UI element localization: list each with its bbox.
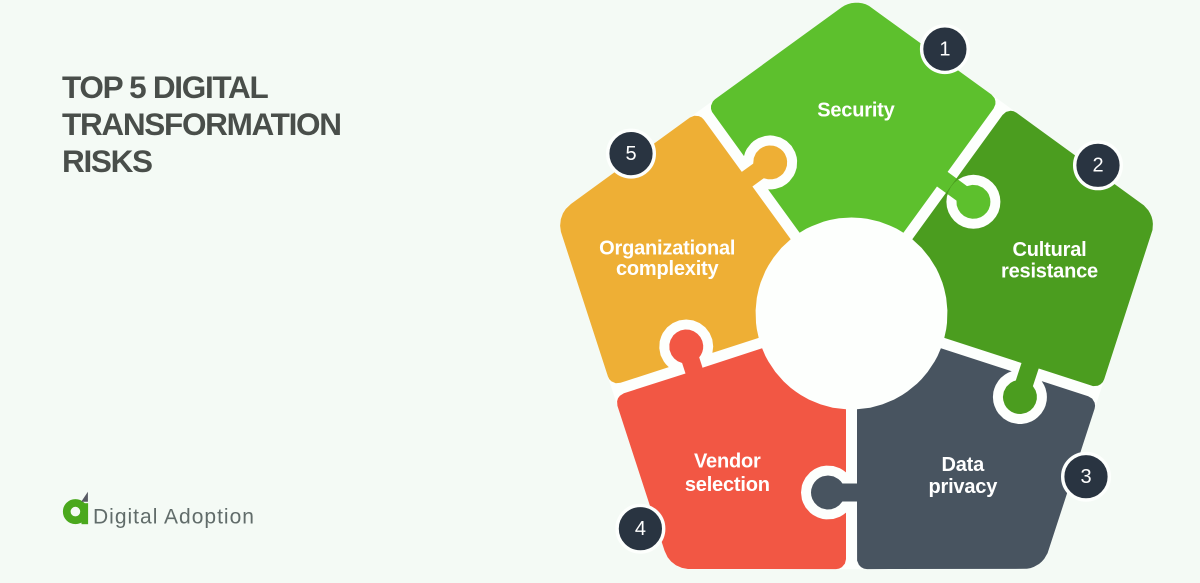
svg-text:4: 4 bbox=[635, 518, 646, 540]
svg-text:3: 3 bbox=[1080, 466, 1091, 488]
svg-text:resistance: resistance bbox=[1001, 261, 1098, 283]
svg-text:Data: Data bbox=[942, 454, 986, 476]
svg-text:Digital Adoption: Digital Adoption bbox=[93, 506, 255, 529]
svg-text:complexity: complexity bbox=[616, 258, 720, 280]
svg-text:Organizational: Organizational bbox=[599, 237, 735, 259]
svg-text:2: 2 bbox=[1092, 155, 1103, 177]
svg-text:Vendor: Vendor bbox=[694, 451, 761, 473]
svg-text:Cultural: Cultural bbox=[1013, 239, 1087, 261]
svg-text:1: 1 bbox=[939, 38, 950, 60]
svg-text:5: 5 bbox=[625, 143, 636, 165]
svg-text:selection: selection bbox=[685, 474, 770, 496]
svg-text:Security: Security bbox=[817, 99, 895, 121]
svg-text:privacy: privacy bbox=[928, 476, 998, 498]
